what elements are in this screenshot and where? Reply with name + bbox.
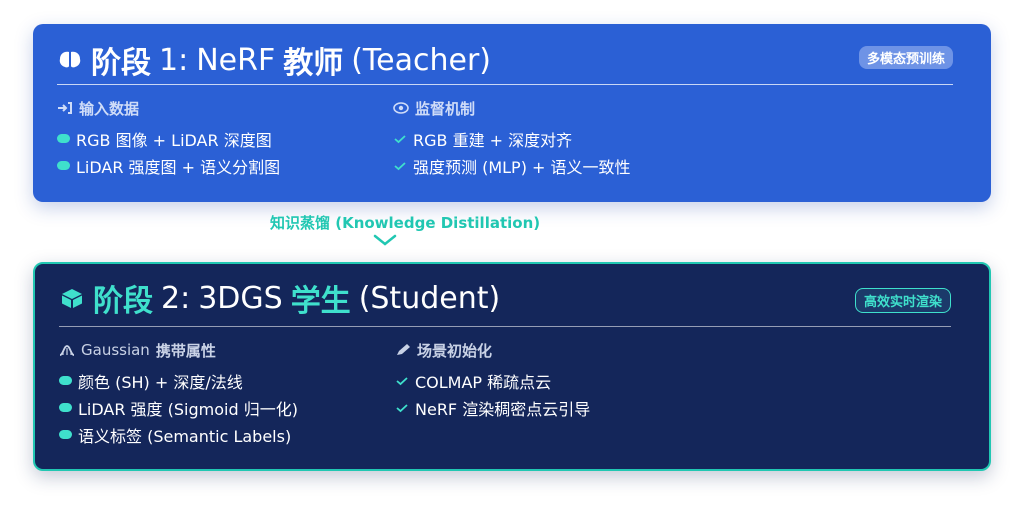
chevron-down-icon	[373, 234, 397, 246]
gaussian-icon	[59, 345, 75, 356]
stage1-input-heading-text: 输入数据	[79, 99, 140, 118]
list-item-text: RGB 图像 + LiDAR 深度图	[76, 130, 272, 150]
check-icon	[394, 134, 406, 143]
brain-icon	[57, 47, 83, 73]
stage2-divider	[59, 326, 951, 327]
stage2-init-column: 场景初始化 COLMAP 稀疏点云 NeRF 渲染稠密点云引导	[395, 339, 590, 421]
list-item-text: COLMAP 稀疏点云	[415, 372, 552, 392]
list-item: NeRF 渲染稠密点云引导	[395, 394, 590, 421]
dot-icon	[57, 134, 70, 143]
stage1-divider	[57, 84, 953, 85]
distillation-label: 知识蒸馏 (Knowledge Distillation)	[270, 214, 541, 232]
list-item: COLMAP 稀疏点云	[395, 367, 590, 394]
eye-icon	[393, 102, 409, 114]
stage1-card: 阶段 1: NeRF 教师 (Teacher) 多模态预训练 输入数据 RGB …	[33, 24, 991, 202]
stage2-init-heading-text: 场景初始化	[417, 341, 493, 360]
stage1-title: 阶段 1: NeRF 教师 (Teacher)	[57, 38, 491, 82]
stage2-title-en: (Student)	[358, 280, 501, 316]
dot-icon	[59, 403, 72, 412]
input-arrow-icon	[58, 102, 72, 114]
stage2-init-heading: 场景初始化	[395, 339, 590, 361]
stage1-title-en: (Teacher)	[351, 42, 491, 78]
dot-icon	[59, 430, 72, 439]
list-item-text: 强度预测 (MLP) + 语义一致性	[413, 157, 631, 177]
stage1-input-column: 输入数据 RGB 图像 + LiDAR 深度图 LiDAR 强度图 + 语义分割…	[57, 97, 280, 179]
list-item: 强度预测 (MLP) + 语义一致性	[393, 152, 631, 179]
dot-icon	[59, 376, 72, 385]
check-icon	[396, 376, 408, 385]
list-item-text: LiDAR 强度 (Sigmoid 归一化)	[78, 399, 298, 419]
stage1-badge: 多模态预训练	[858, 46, 953, 69]
stage2-gaussian-column: Gaussian 携带属性 颜色 (SH) + 深度/法线 LiDAR 强度 (…	[59, 339, 298, 448]
list-item: LiDAR 强度 (Sigmoid 归一化)	[59, 394, 298, 421]
pen-icon	[397, 344, 410, 355]
list-item: LiDAR 强度图 + 语义分割图	[57, 152, 280, 179]
stage2-card: 阶段 2: 3DGS 学生 (Student) 高效实时渲染 Gaussian …	[33, 262, 991, 471]
stage1-supervision-heading: 监督机制	[393, 97, 631, 119]
stage1-title-model: NeRF	[196, 42, 276, 78]
list-item-text: LiDAR 强度图 + 语义分割图	[76, 157, 281, 177]
stage1-title-num: 1:	[159, 42, 189, 78]
stage1-title-role: 教师	[283, 46, 344, 81]
stage2-gaussian-heading: Gaussian 携带属性	[59, 339, 298, 361]
list-item-text: RGB 重建 + 深度对齐	[413, 130, 573, 150]
list-item: 颜色 (SH) + 深度/法线	[59, 367, 298, 394]
cube-icon	[59, 285, 85, 311]
stage2-title-role: 学生	[290, 284, 351, 319]
stage1-input-heading: 输入数据	[57, 97, 280, 119]
stage2-gaussian-heading-en: Gaussian	[81, 341, 150, 359]
list-item: 语义标签 (Semantic Labels)	[59, 421, 298, 448]
stage2-title-model: 3DGS	[198, 280, 283, 316]
list-item-text: 颜色 (SH) + 深度/法线	[78, 372, 243, 392]
stage2-title-num: 2:	[161, 280, 191, 316]
stage1-supervision-column: 监督机制 RGB 重建 + 深度对齐 强度预测 (MLP) + 语义一致性	[393, 97, 631, 179]
list-item-text: 语义标签 (Semantic Labels)	[78, 426, 292, 446]
dot-icon	[57, 161, 70, 170]
stage1-title-prefix: 阶段	[91, 46, 151, 81]
stage2-gaussian-heading-text: 携带属性	[155, 341, 216, 360]
stage2-title: 阶段 2: 3DGS 学生 (Student)	[59, 276, 500, 320]
list-item-text: NeRF 渲染稠密点云引导	[415, 399, 591, 419]
list-item: RGB 图像 + LiDAR 深度图	[57, 125, 280, 152]
list-item: RGB 重建 + 深度对齐	[393, 125, 631, 152]
stage2-badge: 高效实时渲染	[854, 288, 951, 313]
check-icon	[394, 161, 406, 170]
stage1-supervision-heading-text: 监督机制	[415, 99, 476, 118]
check-icon	[396, 403, 408, 412]
stage2-title-prefix: 阶段	[93, 284, 153, 319]
